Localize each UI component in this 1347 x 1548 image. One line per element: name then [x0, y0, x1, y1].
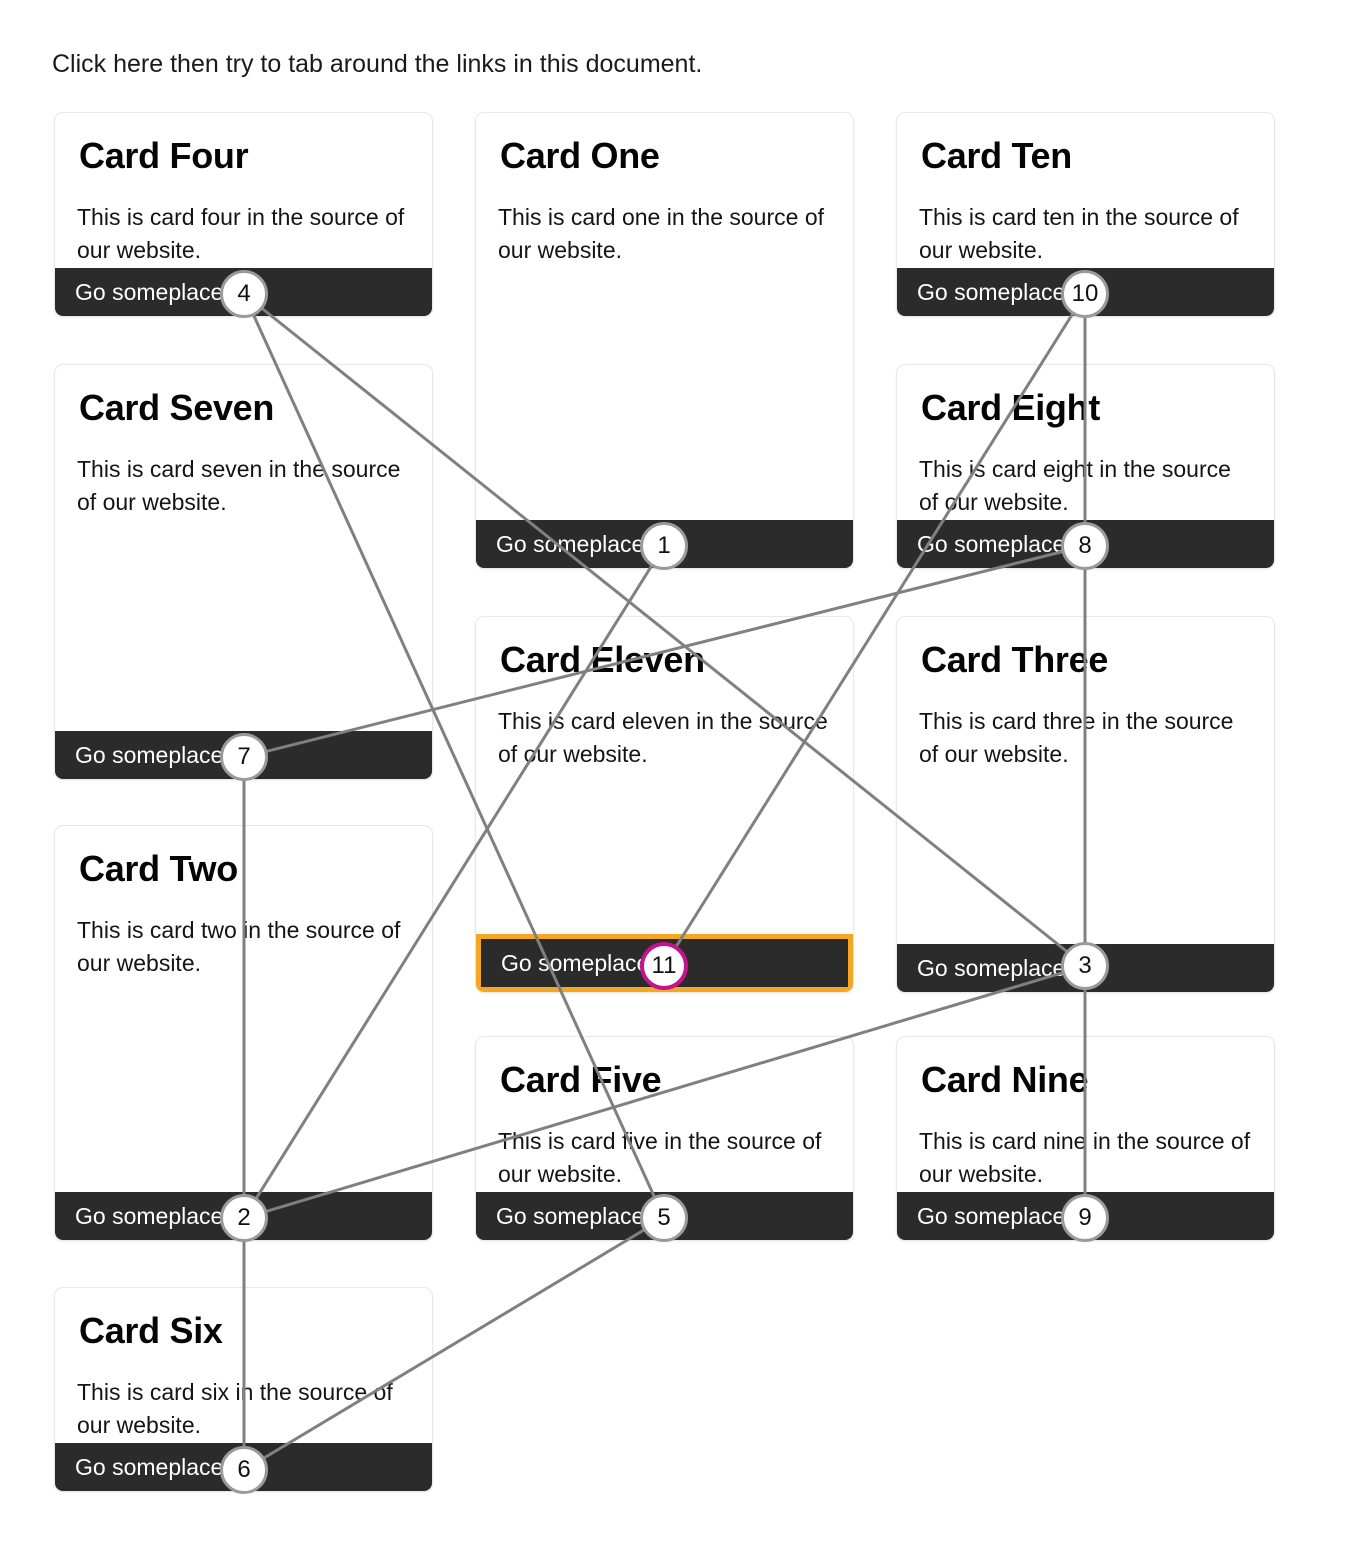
card-title: Card Ten: [921, 135, 1072, 176]
tab-badge-5: 5: [640, 1194, 688, 1242]
card-seven: Card Seven This is card seven in the sou…: [54, 364, 433, 780]
card-title: Card Eleven: [500, 639, 705, 680]
card-body: This is card eight in the source of our …: [919, 456, 1231, 515]
card-body: This is card five in the source of our w…: [498, 1128, 822, 1187]
card-one: Card One This is card one in the source …: [475, 112, 854, 569]
card-body: This is card four in the source of our w…: [77, 204, 405, 263]
card-title: Card Four: [79, 135, 249, 176]
card-body: This is card three in the source of our …: [919, 708, 1234, 767]
card-title: Card Six: [79, 1310, 223, 1351]
card-body: This is card two in the source of our we…: [77, 917, 401, 976]
card-two: Card Two This is card two in the source …: [54, 825, 433, 1241]
card-title: Card Seven: [79, 387, 275, 428]
card-body: This is card ten in the source of our we…: [919, 204, 1239, 263]
card-three: Card Three This is card three in the sou…: [896, 616, 1275, 993]
tab-badge-10: 10: [1061, 270, 1109, 318]
card-title: Card Three: [921, 639, 1109, 680]
card-title: Card Nine: [921, 1059, 1089, 1100]
card-eleven: Card Eleven This is card eleven in the s…: [475, 616, 854, 993]
card-four: Card Four This is card four in the sourc…: [54, 112, 433, 317]
card-body: This is card one in the source of our we…: [498, 204, 824, 263]
tab-badge-4: 4: [220, 270, 268, 318]
tab-badge-11: 11: [640, 942, 688, 990]
tab-badge-7: 7: [220, 733, 268, 781]
card-body: This is card nine in the source of our w…: [919, 1128, 1251, 1187]
card-title: Card Two: [79, 848, 238, 889]
card-body: This is card seven in the source of our …: [77, 456, 401, 515]
tab-badge-6: 6: [220, 1446, 268, 1494]
tab-badge-8: 8: [1061, 522, 1109, 570]
tab-badge-9: 9: [1061, 1194, 1109, 1242]
tab-badge-3: 3: [1061, 942, 1109, 990]
tab-badge-1: 1: [640, 522, 688, 570]
tab-badge-2: 2: [220, 1194, 268, 1242]
intro-text: Click here then try to tab around the li…: [52, 50, 703, 78]
card-body: This is card eleven in the source of our…: [498, 708, 828, 767]
card-title: Card One: [500, 135, 660, 176]
card-title: Card Five: [500, 1059, 662, 1100]
card-title: Card Eight: [921, 387, 1101, 428]
card-body: This is card six in the source of our we…: [77, 1379, 393, 1438]
